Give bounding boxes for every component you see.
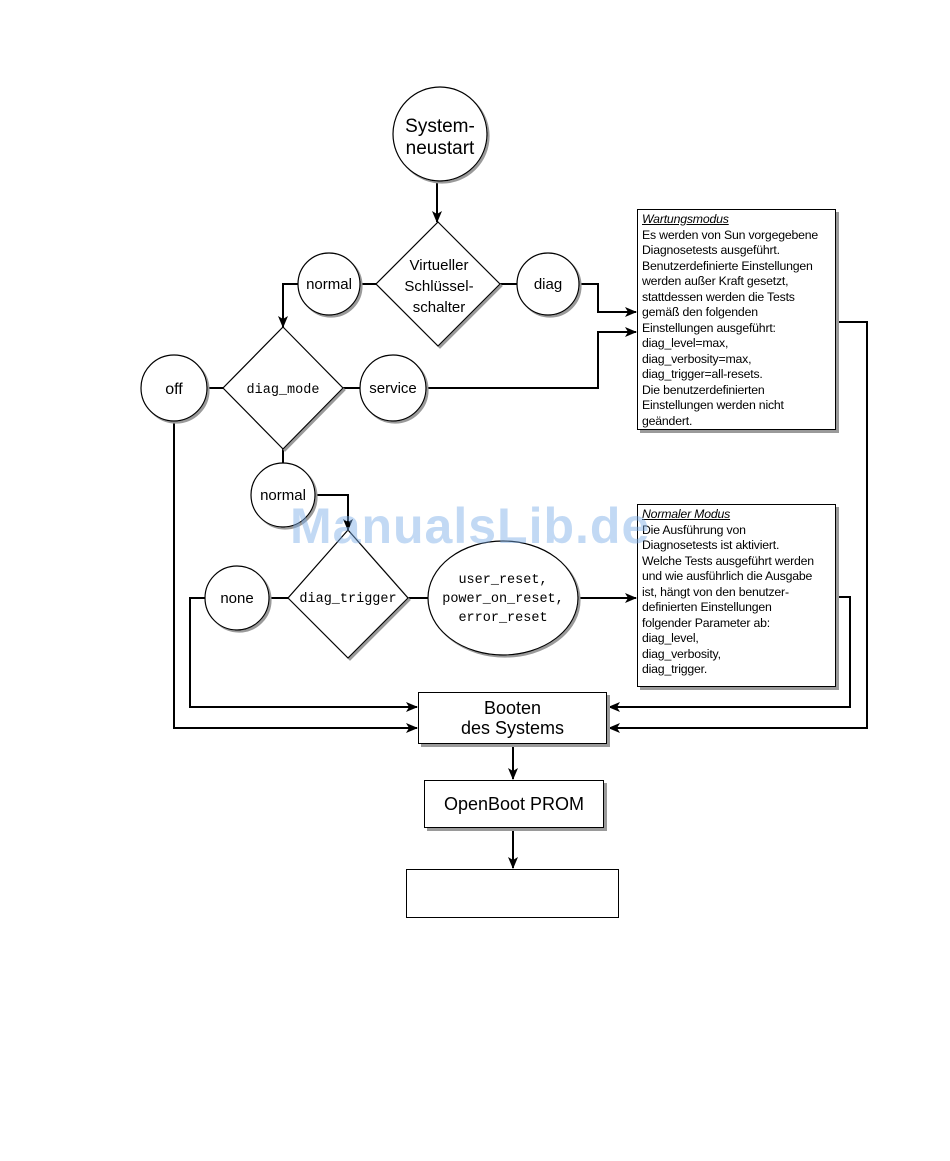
normal-note-line: definierten Einstellungen — [642, 600, 772, 614]
key-normal-label: normal — [306, 276, 352, 293]
off-label: off — [165, 381, 183, 398]
mode-normal-label: normal — [260, 487, 306, 504]
edge-normal-to-diagtrigger — [315, 494, 353, 531]
obp-label: OpenBoot PROM — [443, 794, 585, 814]
maintenance-note-line: Benutzerdefinierte Einstellungen — [642, 258, 813, 273]
triggers-label-3: error_reset — [458, 611, 547, 626]
none-label: none — [220, 590, 253, 607]
off-node: off — [140, 354, 208, 422]
service-node: service — [359, 354, 427, 422]
maintenance-note-line: werden außer Kraft gesetzt, — [642, 274, 789, 288]
key-normal-node: normal — [297, 252, 361, 316]
normal-mode-note: Normaler Modus Die Ausführung von Diagno… — [637, 504, 836, 687]
maintenance-note-line: diag_trigger=all-resets. — [642, 367, 763, 381]
normal-note-line: diag_trigger. — [642, 662, 708, 676]
key-diag-label: diag — [534, 276, 562, 293]
edge-normalnote-to-boot — [608, 596, 851, 712]
triggers-node: user_reset, power_on_reset, error_reset — [427, 540, 579, 656]
maintenance-note-line: Einstellungen werden nicht — [642, 398, 784, 412]
triggers-label-1: user_reset, — [458, 573, 547, 588]
normal-note-line: Diagnosetests ist aktiviert. — [642, 538, 780, 552]
normal-note-line: ist, hängt von den benutzer- — [642, 584, 789, 599]
none-node: none — [204, 565, 270, 631]
boot-label-1: Booten — [483, 698, 542, 718]
maintenance-note-line: Die benutzerdefinierten — [642, 382, 765, 397]
triggers-label-2: power_on_reset, — [442, 592, 564, 607]
edge-diag-to-note — [580, 283, 637, 317]
maintenance-mode-note: Wartungsmodus Es werden von Sun vorgegeb… — [637, 209, 836, 430]
connectors — [173, 180, 868, 869]
key-switch-label-1: Virtueller — [410, 257, 469, 274]
diag-trigger-label: diag_trigger — [299, 592, 396, 607]
key-switch-decision: Virtueller Schlüssel- schalter — [375, 221, 501, 347]
normal-note-line: Die Ausführung von — [642, 522, 746, 537]
maintenance-note-line: geändert. — [642, 413, 693, 428]
maintenance-note-line: Es werden von Sun vorgegebene — [642, 227, 819, 242]
openboot-prom-box: OpenBoot PROM — [424, 780, 604, 828]
maintenance-note-line: Diagnosetests ausgeführt. — [642, 243, 780, 257]
maintenance-note-line: diag_verbosity=max, — [642, 351, 752, 366]
normal-note-line: und wie ausführlich die Ausgabe — [642, 569, 813, 583]
maintenance-note-line: gemäß den folgenden — [642, 305, 758, 319]
boot-system-box: Booten des Systems — [418, 692, 607, 744]
normal-note-line: diag_verbosity, — [642, 646, 721, 661]
final-empty-box — [406, 869, 619, 918]
maintenance-note-line: stattdessen werden die Tests — [642, 289, 795, 304]
service-label: service — [369, 380, 417, 397]
maintenance-note-line: Einstellungen ausgeführt: — [642, 320, 776, 335]
key-switch-label-2: Schlüssel- — [404, 278, 473, 295]
normal-note-line: folgender Parameter ab: — [642, 615, 771, 630]
maintenance-note-line: diag_level=max, — [642, 336, 729, 350]
edge-none-to-boot — [189, 597, 418, 712]
edge-service-to-note — [426, 327, 637, 389]
boot-label-2: des Systems — [460, 718, 565, 738]
normal-note-line: Welche Tests ausgeführt werden — [642, 553, 814, 568]
maintenance-note-title: Wartungsmodus — [642, 212, 729, 226]
key-diag-node: diag — [516, 252, 580, 316]
diag-mode-label: diag_mode — [247, 383, 320, 398]
edge-normal-to-diagmode — [278, 283, 298, 328]
key-switch-label-3: schalter — [413, 299, 466, 316]
mode-normal-node: normal — [250, 462, 316, 528]
diag-trigger-decision: diag_trigger — [287, 529, 409, 659]
start-label-1: System- — [405, 116, 475, 137]
start-node: System- neustart — [392, 86, 488, 182]
edge-maintnote-to-boot — [608, 321, 868, 733]
watermark-text: ManualsLib.de — [290, 498, 651, 554]
normal-note-title: Normaler Modus — [642, 507, 731, 521]
normal-note-line: diag_level, — [642, 631, 699, 645]
diag-mode-decision: diag_mode — [222, 326, 344, 450]
edge-off-to-boot — [173, 420, 418, 733]
start-label-2: neustart — [406, 138, 475, 159]
